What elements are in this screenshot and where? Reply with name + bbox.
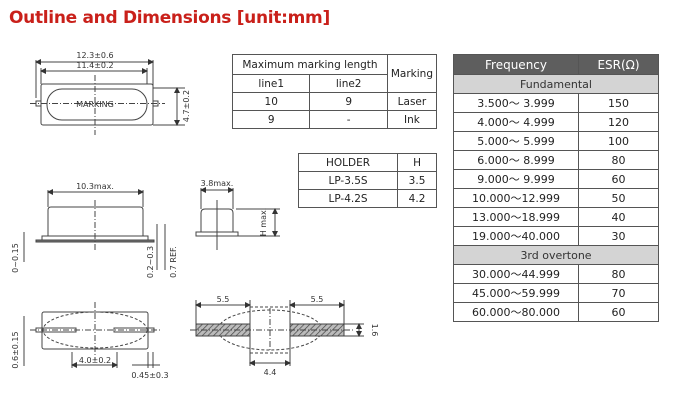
cell-esr: 50 (578, 188, 659, 208)
header-line2: line2 (309, 74, 388, 93)
cell-line1: 9 (231, 110, 311, 129)
frequency-esr-table: Frequency ESR(Ω) Fundamental 3.500～ 3.99… (453, 54, 659, 322)
cell-esr: 70 (578, 283, 659, 303)
dim-body-length: 11.4±0.2 (76, 61, 113, 70)
dim-lead-offset: 0.45±0.3 (131, 371, 168, 380)
cell-esr: 100 (578, 131, 659, 151)
cell-esr: 40 (578, 207, 659, 227)
marking-table: Maximum marking length Marking line1 lin… (231, 54, 438, 129)
cell-frequency: 30.000～44.999 (453, 264, 579, 284)
cell-esr: 60 (578, 169, 659, 189)
header-holder: HOLDER (297, 153, 399, 172)
group-3rd-overtone: 3rd overtone (453, 245, 659, 265)
cell-frequency: 9.000～ 9.999 (453, 169, 579, 189)
page-title: Outline and Dimensions [unit:mm] (9, 8, 330, 28)
cell-esr: 80 (578, 264, 659, 284)
cell-frequency: 60.000～80.000 (453, 302, 579, 322)
dim-standoff: 0~0.15 (11, 243, 20, 273)
cell-holder: LP-3.5S (297, 171, 399, 190)
cell-h: 4.2 (397, 189, 437, 208)
header-esr: ESR(Ω) (578, 54, 659, 75)
header-line1: line1 (231, 74, 311, 93)
table-row: 10 9 Laser (231, 92, 438, 111)
cell-frequency: 6.000～ 8.999 (453, 150, 579, 170)
end-view-drawing (195, 187, 280, 250)
header-marking: Marking (386, 54, 438, 93)
cell-frequency: 5.000～ 5.999 (453, 131, 579, 151)
marking-label: MARKING (76, 100, 114, 109)
holder-table: HOLDER H LP-3.5S 3.5 LP-4.2S 4.2 (297, 153, 437, 208)
cell-frequency: 19.000～40.000 (453, 226, 579, 246)
table-row: LP-3.5S 3.5 (297, 171, 437, 190)
group-fundamental: Fundamental (453, 74, 659, 94)
cell-frequency: 45.000～59.999 (453, 283, 579, 303)
side-view-drawing (23, 189, 166, 270)
cell-esr: 120 (578, 112, 659, 132)
cell-esr: 150 (578, 93, 659, 113)
dim-pad-left: 5.5 (217, 295, 230, 304)
cell-line2: - (309, 110, 388, 129)
top-view-drawing (30, 59, 185, 135)
header-h: H (397, 153, 437, 172)
cell-frequency: 10.000～12.999 (453, 188, 579, 208)
dim-pad-height: 1.6 (370, 324, 379, 337)
dim-pad-gap: 4.4 (264, 368, 277, 377)
header-max-marking-length: Maximum marking length (232, 54, 388, 75)
land-pattern-drawing (190, 300, 364, 366)
dim-height-max: H max. (259, 208, 268, 237)
cell-frequency: 13.000～18.999 (453, 207, 579, 227)
cell-frequency: 3.500～ 3.999 (453, 93, 579, 113)
cell-esr: 80 (578, 150, 659, 170)
header-frequency: Frequency (453, 54, 579, 75)
cell-frequency: 4.000～ 4.999 (453, 112, 579, 132)
dim-height: 4.7±0.2 (182, 90, 191, 122)
dim-ref: 0.7 REF. (169, 246, 178, 278)
dim-lead-pitch: 4.0±0.2 (79, 356, 111, 365)
cell-marking: Ink (386, 110, 438, 129)
dim-lead-range: 0.2~0.3 (146, 246, 155, 278)
table-row: LP-4.2S 4.2 (297, 189, 437, 208)
cell-line1: 10 (231, 92, 311, 111)
cell-h: 3.5 (397, 171, 437, 190)
table-row: 9 - Ink (231, 110, 438, 129)
cell-holder: LP-4.2S (297, 189, 399, 208)
cell-line2: 9 (309, 92, 388, 111)
dim-lead-thickness: 0.6±0.15 (11, 331, 20, 368)
cell-esr: 60 (578, 302, 659, 322)
bottom-view-drawing (23, 302, 160, 368)
dim-length-max: 10.3max. (76, 182, 114, 191)
dim-pad-right: 5.5 (311, 295, 324, 304)
dim-width-max: 3.8max. (201, 179, 234, 188)
cell-marking: Laser (386, 92, 438, 111)
dim-overall-length: 12.3±0.6 (76, 51, 113, 60)
cell-esr: 30 (578, 226, 659, 246)
